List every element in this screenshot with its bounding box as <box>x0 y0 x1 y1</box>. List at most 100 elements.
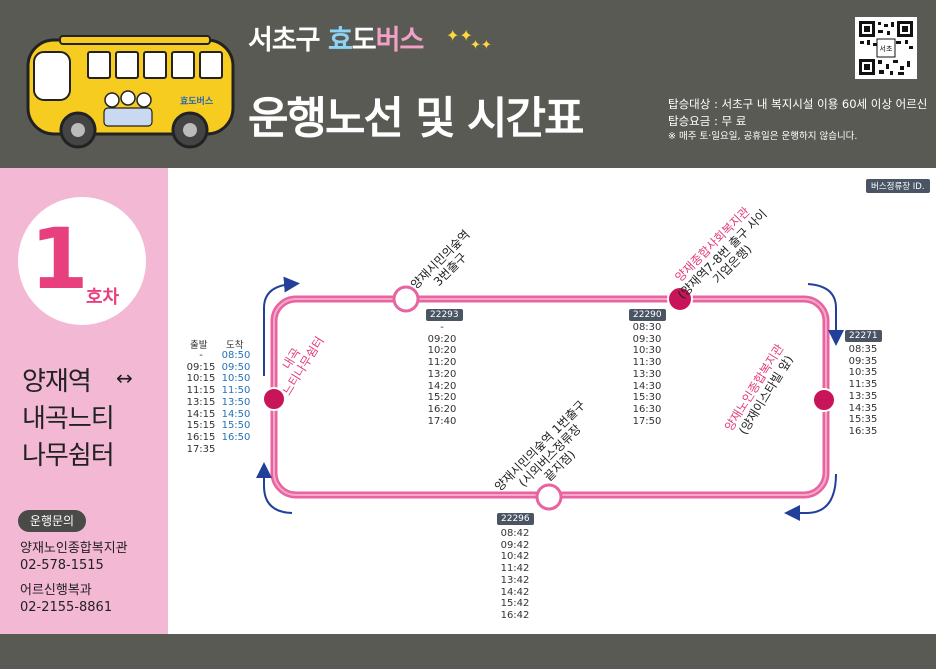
time-entry: 17:35 <box>186 443 216 455</box>
time-entry: 13:35 <box>848 390 878 402</box>
qr-caption: 서초 <box>880 44 893 53</box>
header: 효도버스 서초구 효도버스 ✦✦ ✦✦ 운행노선 및 시간표 탑승대상 : 서초… <box>0 0 936 168</box>
time-entry: 15:15 <box>186 420 216 432</box>
vehicle-unit: 호차 <box>86 287 120 308</box>
rider-eligibility: 탑승대상 : 서초구 내 복지시설 이용 60세 이상 어르신 <box>668 97 928 111</box>
time-entry: 14:15 <box>186 408 216 420</box>
time-entry: 13:50 <box>221 396 251 408</box>
time-entry: 14:30 <box>632 380 662 392</box>
time-entry: 13:20 <box>427 368 457 380</box>
time-entry: 16:30 <box>632 403 662 415</box>
rider-fare: 탑승요금 : 무 료 <box>668 114 747 128</box>
time-entry: - <box>199 350 203 361</box>
arrive-header: 도착 <box>226 340 244 351</box>
time-entry: 16:35 <box>848 425 878 437</box>
direction-arrow-top-left <box>263 276 300 376</box>
direction-arrow-top-right <box>807 283 844 346</box>
contact-name: 양재노인종합복지관 <box>20 541 128 556</box>
time-entry: 10:42 <box>500 551 530 563</box>
time-entry: 08:42 <box>500 528 530 539</box>
time-entry: 08:50 <box>221 350 251 361</box>
bus-window-2 <box>115 51 139 79</box>
time-entry: 14:35 <box>848 402 878 414</box>
stop-id: 22293 <box>426 309 463 321</box>
vehicle-number-badge <box>18 197 146 325</box>
time-entry: 09:30 <box>632 333 662 345</box>
bus-decal: 효도버스 <box>180 95 214 107</box>
contact-name: 어르신행복과 <box>20 583 92 598</box>
bus-window-1 <box>87 51 111 79</box>
time-entry: 11:42 <box>500 563 530 575</box>
time-entry: 16:50 <box>221 431 251 443</box>
time-entry: 11:30 <box>632 357 662 369</box>
time-entry: 11:15 <box>186 385 216 397</box>
route-map <box>256 276 844 521</box>
time-entry: 08:30 <box>632 322 662 333</box>
time-entry: 10:15 <box>186 373 216 385</box>
time-entry: 10:30 <box>632 345 662 357</box>
time-entry: 16:15 <box>186 431 216 443</box>
time-entry: 11:50 <box>221 385 251 397</box>
contact-phone[interactable]: 02-578-1515 <box>20 558 104 573</box>
time-entry: 10:20 <box>427 345 457 357</box>
bus-window-4 <box>171 51 195 79</box>
stop-id-legend: 버스정류장 ID. <box>866 179 930 193</box>
time-entry: 16:42 <box>500 609 530 621</box>
time-entry: 15:20 <box>427 392 457 404</box>
bus-roof <box>59 35 211 45</box>
bus-illustration: 효도버스 <box>26 35 235 149</box>
stop-marker-citizen-forest-3 <box>392 285 420 313</box>
time-entry: 15:30 <box>632 392 662 404</box>
stop-id: 22296 <box>497 513 534 525</box>
page-title: 운행노선 및 시간표 <box>248 93 584 144</box>
time-entry: 15:42 <box>500 598 530 610</box>
time-entry: 14:20 <box>427 380 457 392</box>
route-destination-line1: 내곡느티 <box>22 404 115 434</box>
time-entry: - <box>440 322 444 333</box>
contact-title: 운행문의 <box>18 510 86 532</box>
bus-window-5 <box>199 51 223 79</box>
brand-bus: 버스 <box>375 25 425 56</box>
brand-district: 서초구 <box>248 25 321 56</box>
sparkle-icon: ✦✦ <box>470 38 492 53</box>
time-entry: 16:20 <box>427 403 457 415</box>
time-entry: 11:35 <box>848 379 878 391</box>
time-entry: 13:30 <box>632 368 662 380</box>
footer-band <box>0 634 936 669</box>
time-entry: 11:20 <box>427 357 457 369</box>
time-entry: 17:50 <box>632 415 662 427</box>
two-way-arrow-icon: ↔ <box>116 366 133 390</box>
stop-id: 22271 <box>845 330 882 342</box>
stop-marker-social-welfare <box>667 286 693 312</box>
route-name: 양재역 내곡느티 나무쉼터 <box>22 364 115 475</box>
time-entry: 09:20 <box>427 333 457 345</box>
stop-id: 22290 <box>629 309 666 321</box>
stop-marker-citizen-forest-1 <box>535 483 563 511</box>
bus-window-3 <box>143 51 167 79</box>
rider-info: 탑승대상 : 서초구 내 복지시설 이용 60세 이상 어르신 탑승요금 : 무… <box>668 96 927 144</box>
time-entry: 10:35 <box>848 367 878 379</box>
service-note: ※ 매주 토·일요일, 공휴일은 운행하지 않습니다. <box>668 131 858 142</box>
vehicle-number: 1 <box>30 210 89 308</box>
qr-code-icon: 서초 <box>858 20 914 76</box>
time-entry: 15:35 <box>848 414 878 426</box>
qr-code[interactable]: 서초 <box>855 17 917 79</box>
time-entry: 17:40 <box>427 415 457 427</box>
bus-windshield <box>33 51 71 101</box>
contact-list: 양재노인종합복지관 02-578-1515 어르신행복과 02-2155-886… <box>20 540 128 616</box>
time-entry: 08:35 <box>848 344 878 355</box>
time-entry: 10:50 <box>221 373 251 385</box>
contact-phone[interactable]: 02-2155-8861 <box>20 600 113 615</box>
direction-arrow-bottom-right <box>784 473 837 521</box>
time-entry: 09:15 <box>186 361 216 373</box>
stop-marker-naegok <box>262 387 286 411</box>
bus-passengers <box>103 90 153 127</box>
time-entry: 09:50 <box>221 361 251 373</box>
time-entry: 13:42 <box>500 574 530 586</box>
route-destination-line2: 나무쉼터 <box>22 441 115 471</box>
